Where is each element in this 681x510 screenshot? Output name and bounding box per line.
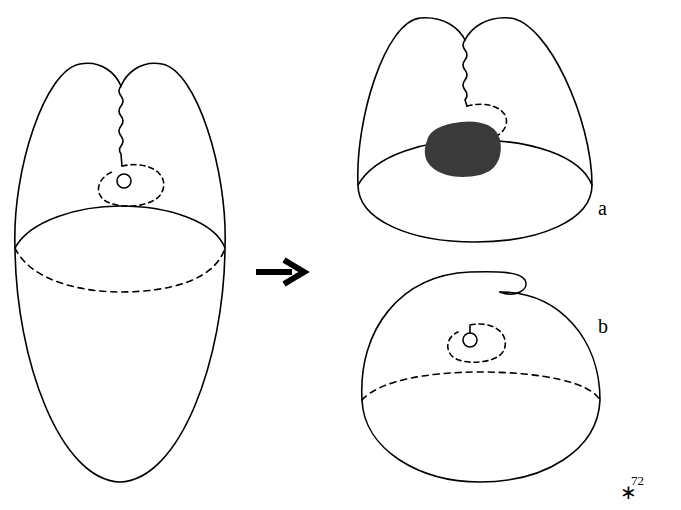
equator-back [15, 248, 225, 292]
arrow-shaft [256, 269, 292, 275]
part-label: a [598, 198, 607, 218]
small-circle [117, 174, 131, 188]
embryo-outline [15, 63, 225, 482]
equator-front [15, 206, 225, 248]
dashed-loop [98, 165, 163, 206]
arrow-head [284, 260, 304, 284]
part-b-bowl [362, 292, 600, 482]
part-a-outline [358, 18, 592, 242]
part-a-furrow [463, 40, 467, 106]
shaded-region [426, 122, 501, 176]
footnote-number: 72 [631, 474, 644, 487]
part-label: b [598, 316, 608, 336]
part-b-top [362, 272, 526, 400]
part-b-small-circle [463, 333, 477, 347]
part-b-rim-back [362, 372, 600, 400]
part-b-dashed-loop [448, 324, 506, 362]
part-b-stalk [469, 326, 471, 333]
furrow-line [119, 86, 123, 166]
